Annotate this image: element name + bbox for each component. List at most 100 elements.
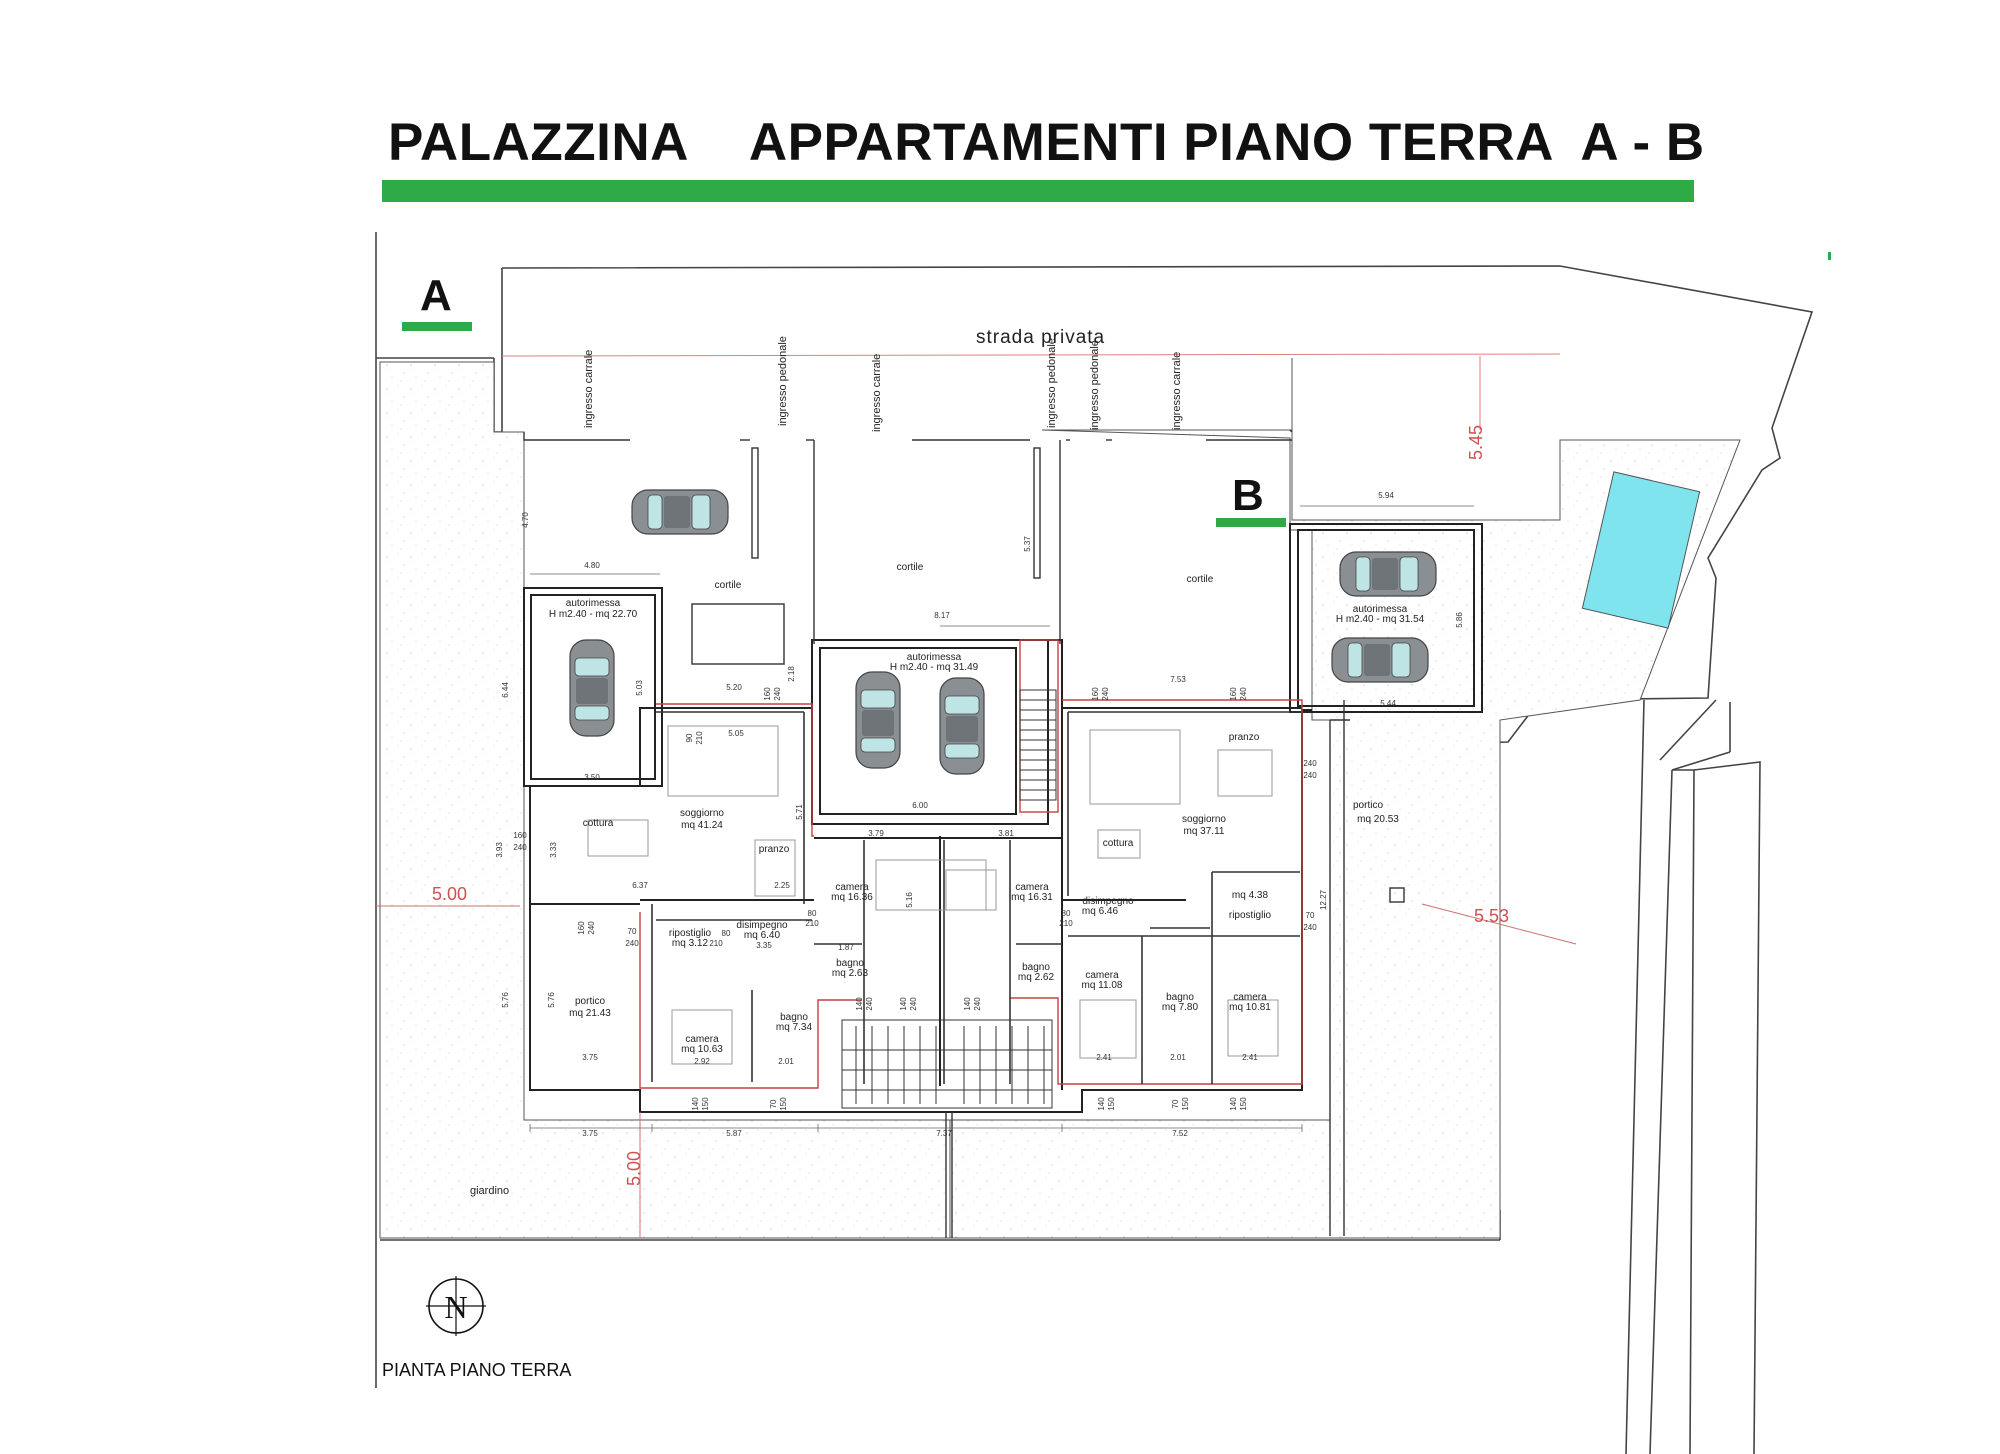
dim-label: 2.01: [1170, 1053, 1186, 1062]
road-edge-line: [501, 353, 1561, 357]
hall-b-area: mq 6.46: [1082, 906, 1119, 917]
dim-label: 2.18: [787, 666, 796, 682]
kitchen-a-label: cottura: [583, 818, 614, 829]
dim-label: 240: [1303, 759, 1317, 768]
bath-a-label: bagno: [780, 1012, 808, 1023]
porch-a-area: mq 21.43: [569, 1008, 611, 1019]
north-compass-icon: N: [426, 1276, 486, 1336]
dim-label: 240: [773, 687, 782, 701]
dim-label: 210: [695, 731, 704, 745]
dim-label: 210: [805, 919, 819, 928]
dim-label: 3.35: [756, 941, 772, 950]
dim-label: 3.75: [582, 1053, 598, 1062]
dining-b-label: pranzo: [1229, 732, 1260, 743]
dim-label: 240: [1239, 687, 1248, 701]
living-a-label: soggiorno: [680, 808, 724, 819]
dim-label: 150: [1239, 1097, 1248, 1111]
storage-b-area: mq 4.38: [1232, 890, 1269, 901]
bedroom-center-b-label: camera: [1015, 882, 1049, 893]
corner-mark: [1828, 252, 1831, 260]
entrance-pedonale-c: ingresso pedonale: [1089, 340, 1101, 430]
hall-a-area: mq 6.40: [744, 930, 781, 941]
section-a-label: A: [420, 271, 452, 320]
dim-label: 240: [1303, 923, 1317, 932]
dim-label: 240: [587, 921, 596, 935]
dim-label: 5.76: [547, 992, 556, 1008]
staircase: [1019, 689, 1057, 801]
car-icon: [1339, 551, 1437, 597]
dim-label: 2.25: [774, 881, 790, 890]
dim-label: 140: [855, 997, 864, 1011]
dim-label: 1.87: [838, 943, 854, 952]
dim-label: 150: [779, 1097, 788, 1111]
dim-label: 160: [513, 831, 527, 840]
parking-grid: [841, 1019, 1053, 1109]
dim-label: 140: [691, 1097, 700, 1111]
bedroom-b2-label: camera: [1233, 992, 1267, 1003]
bath-b-area: mq 7.80: [1162, 1002, 1199, 1013]
storage-b-label: ripostiglio: [1229, 910, 1272, 921]
bedroom-center-a-area: mq 16.36: [831, 892, 873, 903]
garage-a-name: autorimessa: [566, 598, 621, 609]
hall-b-label: disimpegno: [1082, 896, 1134, 907]
garden-label: giardino: [470, 1185, 509, 1197]
dim-label: 160: [577, 921, 586, 935]
dim-label: 4.70: [521, 512, 530, 528]
dim-label: 2.01: [778, 1057, 794, 1066]
garage-center-name: autorimessa: [907, 652, 962, 663]
courtyard-label-a: cortile: [715, 580, 742, 591]
dim-label: 6.00: [912, 801, 928, 810]
car-icon: [569, 639, 615, 737]
plan-caption: PIANTA PIANO TERRA: [382, 1360, 571, 1380]
dim-label: 240: [909, 997, 918, 1011]
dim-label: 70: [1171, 1099, 1180, 1108]
dimension-labels: 4.70 4.80 6.44 5.03 5.20 2.18 8.17 5.37 …: [495, 491, 1464, 1138]
dim-label: 140: [1229, 1097, 1238, 1111]
entrance-carrale-a: ingresso carrale: [583, 350, 595, 428]
garden-area: [379, 358, 1741, 1239]
courtyard-label-center: cortile: [897, 562, 924, 573]
dim-label: 80: [808, 909, 817, 918]
setback-lines: [376, 903, 1577, 1238]
dim-label: 5.20: [726, 683, 742, 692]
dim-label: 5.44: [1380, 699, 1396, 708]
dim-label: 150: [1107, 1097, 1116, 1111]
dim-label: 2.41: [1242, 1053, 1258, 1062]
dim-label: 5.87: [726, 1129, 742, 1138]
dimension-lines: [529, 505, 1474, 1132]
interior-walls: [651, 711, 1300, 1084]
dim-label: 2.41: [1096, 1053, 1112, 1062]
furniture: [587, 725, 1279, 1065]
courtyard-label-b: cortile: [1187, 574, 1214, 585]
entrance-carrale-c: ingresso carrale: [871, 354, 883, 432]
car-icon: [631, 489, 729, 535]
living-b-area: mq 37.11: [1184, 826, 1225, 837]
bath-center-b-area: mq 2.62: [1018, 972, 1055, 983]
entrance-pedonale-b: ingresso pedonale: [1046, 338, 1058, 428]
dim-label: 70: [1306, 911, 1315, 920]
dim-label: 5.16: [905, 892, 914, 908]
dim-label: 90: [685, 733, 694, 742]
dim-label: 3.79: [868, 829, 884, 838]
living-a-area: mq 41.24: [681, 820, 723, 831]
dim-label: 140: [899, 997, 908, 1011]
dim-label: 210: [1059, 919, 1073, 928]
dim-label: 8.17: [934, 611, 950, 620]
room-labels: cortile cortile cortile autorimessa H m2…: [549, 562, 1425, 1055]
kitchen-b-label: cottura: [1103, 838, 1134, 849]
living-b-label: soggiorno: [1182, 814, 1226, 825]
dim-label: 240: [865, 997, 874, 1011]
dim-label: 5.86: [1455, 612, 1464, 628]
dim-label: 3.33: [549, 842, 558, 858]
lot-dividers: [523, 429, 1405, 1238]
car-icon: [1331, 637, 1429, 683]
dim-label: 150: [1181, 1097, 1190, 1111]
car-icon: [939, 677, 985, 775]
dim-label: 6.37: [632, 881, 648, 890]
bath-center-a-area: mq 2.63: [832, 968, 869, 979]
setback-right: 5.53: [1474, 906, 1509, 926]
dim-label: 5.76: [501, 992, 510, 1008]
dim-label: 70: [769, 1099, 778, 1108]
